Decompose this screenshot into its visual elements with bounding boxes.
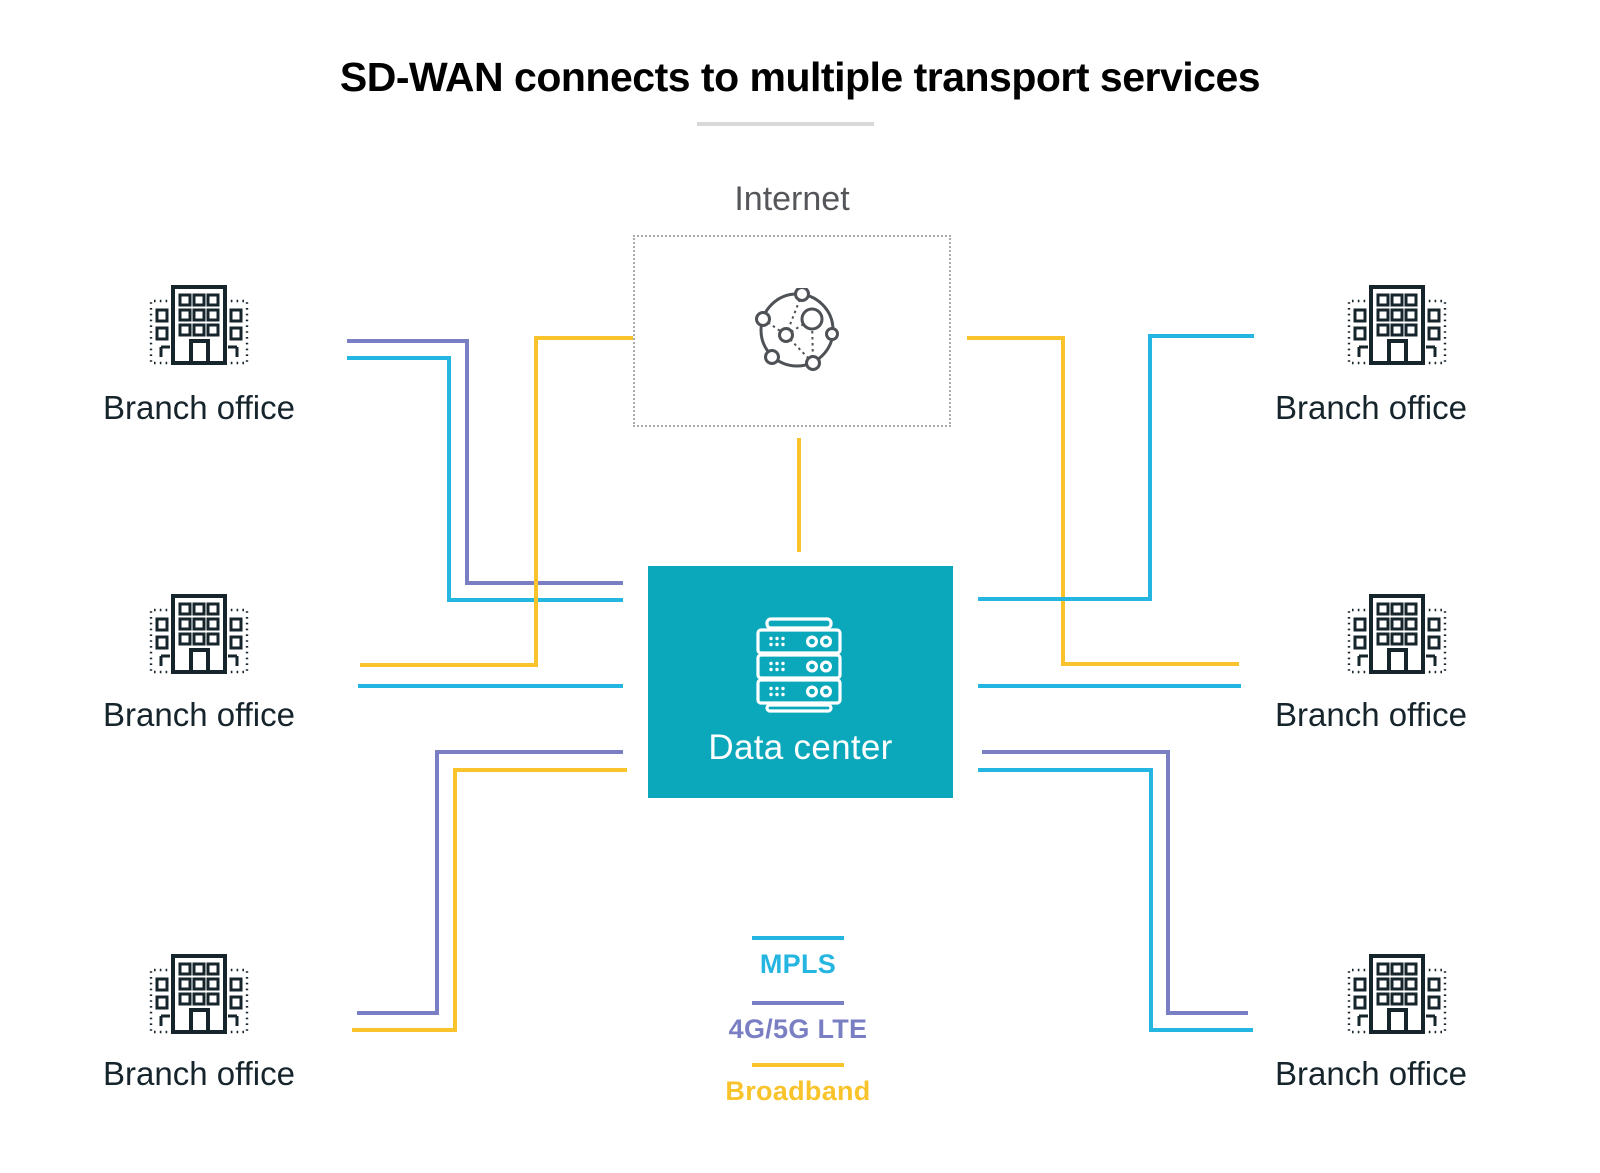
connection-segment-mpls (358, 684, 623, 688)
connection-segment-broadband (797, 438, 801, 552)
legend-line-mpls (752, 936, 844, 940)
connection-segment-broadband (453, 768, 627, 772)
building-icon (149, 285, 249, 365)
connection-segment-broadband (967, 336, 1065, 340)
building-icon (1347, 285, 1447, 365)
connection-segment-mpls (978, 597, 1152, 601)
connection-segment-mpls (447, 356, 451, 602)
connection-segment-mpls (978, 684, 1241, 688)
connection-segment-broadband (360, 663, 538, 667)
branch-office-middle-right: Branch office (1275, 593, 1512, 735)
building-icon (1347, 594, 1447, 674)
globe-network-icon (755, 288, 839, 371)
branch-office-label: Branch office (102, 389, 295, 426)
building-icon (1347, 954, 1447, 1034)
connection-segment-lte (347, 339, 469, 343)
legend-item-broadband: Broadband (698, 1063, 898, 1107)
building-icon (149, 954, 249, 1034)
connection-segment-lte (435, 750, 439, 1015)
connection-segment-mpls (1149, 768, 1153, 1032)
branch-office-top-right: Branch office (1275, 284, 1512, 428)
connection-segment-lte (1166, 1011, 1248, 1015)
connection-segment-lte (1166, 750, 1170, 1015)
branch-office-middle-left: Branch office (84, 593, 314, 735)
server-rack-icon (756, 617, 842, 713)
branch-office-bottom-left: Branch office (84, 953, 314, 1094)
connection-segment-mpls (1148, 334, 1254, 338)
title-divider (697, 122, 874, 126)
branch-office-label: Branch office (1274, 389, 1467, 426)
branch-office-label: Branch office (1274, 696, 1467, 733)
connection-segment-mpls (1148, 334, 1152, 601)
legend-label-mpls: MPLS (759, 949, 837, 979)
branch-office-label: Branch office (102, 1055, 295, 1092)
legend-label-lte: 4G/5G LTE (728, 1014, 868, 1044)
connection-segment-lte (465, 581, 623, 585)
connection-segment-broadband (352, 1028, 457, 1032)
branch-office-label: Branch office (102, 696, 295, 733)
connection-segment-broadband (453, 768, 457, 1032)
branch-office-label: Branch office (1274, 1055, 1467, 1092)
data-center-box (648, 566, 953, 798)
data-center-label: Data center (708, 728, 893, 767)
connection-segment-broadband (1061, 336, 1065, 666)
legend-label-broadband: Broadband (725, 1076, 871, 1106)
connection-segment-broadband (534, 336, 538, 667)
internet-label: Internet (734, 180, 850, 218)
legend-item-lte: 4G/5G LTE (698, 1001, 898, 1045)
connection-segment-broadband (534, 336, 633, 340)
connection-segment-mpls (1149, 1028, 1253, 1032)
legend-item-mpls: MPLS (698, 936, 898, 980)
connection-segment-broadband (1061, 662, 1239, 666)
building-icon (149, 594, 249, 674)
connection-segment-lte (982, 750, 1170, 754)
page-title: SD-WAN connects to multiple transport se… (339, 54, 1261, 100)
legend-line-broadband (752, 1063, 844, 1067)
connection-segment-lte (357, 1011, 439, 1015)
connection-segment-lte (435, 750, 623, 754)
connection-segment-mpls (978, 768, 1153, 772)
branch-office-top-left: Branch office (84, 284, 314, 428)
branch-office-bottom-right: Branch office (1275, 953, 1512, 1094)
connection-segment-mpls (347, 356, 451, 360)
legend-line-lte (752, 1001, 844, 1005)
connection-segment-lte (465, 339, 469, 585)
